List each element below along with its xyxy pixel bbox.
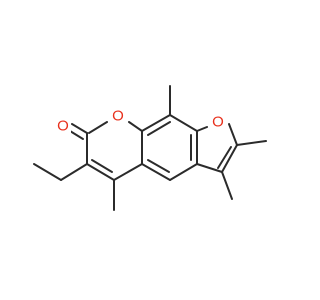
furan-oxygen-atom: O [210,113,226,131]
pyran-oxygen-atom: O [110,107,126,125]
bond-c8a-c8-inner [147,121,171,136]
carbonyl-oxygen-atom: O [55,117,71,135]
bond-c4-c3 [86,163,115,181]
bond-c2f-c3f [221,144,238,173]
bond-ethyl-ch2-ch3 [33,163,62,181]
bond-c8a-c8 [141,114,171,132]
furan-oxygen-background [210,113,226,129]
bond-c3-ethyl-ch2 [60,163,88,181]
molecule-diagram: O O O [33,85,267,211]
bond-c3f-methyl [221,171,233,200]
bond-c4-c3-inner [91,159,113,173]
bond-c5-c4a-inner [147,159,170,173]
bond-c8-c8b [169,114,198,132]
pyran-oxygen-background [110,107,126,123]
carbonyl-oxygen-background [55,117,71,133]
carbonyl-oxygen-label: O [57,118,69,135]
pyran-oxygen-label: O [112,108,124,125]
bond-furan-o-c2f [228,123,238,146]
bond-c5a-c5 [169,163,198,181]
bond-c2f-c3f-inner [217,146,232,169]
bond-c2-carbonyl-o-double [69,130,84,140]
bond-o1-c8a [128,121,143,132]
bond-c3f-c5a [196,163,223,173]
bond-c8b-furan-o [196,126,208,132]
bond-c2-o1 [88,121,108,134]
bond-c2-carbonyl-o [71,123,88,134]
bond-c4a-c4 [113,163,143,181]
furan-oxygen-label: O [212,114,224,131]
bond-c2f-methyl [236,140,267,146]
bond-c5-c4a [141,163,171,181]
